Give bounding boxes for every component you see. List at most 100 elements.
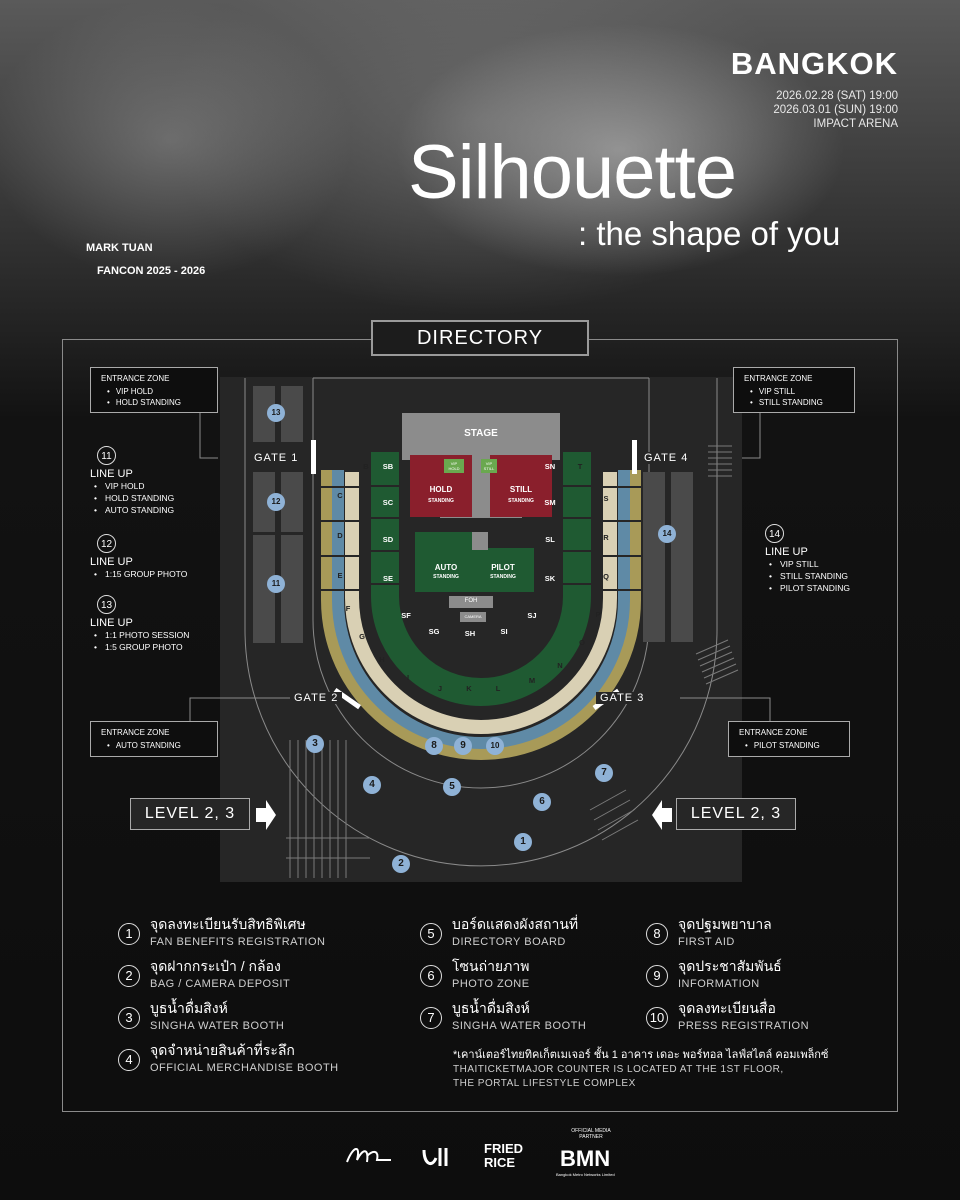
- outer-section-l: L: [495, 684, 501, 693]
- legend-number: 5: [420, 923, 442, 945]
- outer-section-s: S: [603, 494, 609, 503]
- brand-mark-logo: [422, 1148, 448, 1166]
- inner-section-sk: SK: [544, 574, 556, 583]
- legend-english-label: SINGHA WATER BOOTH: [150, 1020, 285, 1032]
- inner-section-sj: SJ: [527, 611, 537, 620]
- date-2: 2026.03.01 (SUN) 19:00: [773, 104, 898, 116]
- camera-label: CAMERA: [464, 614, 482, 619]
- legend-thai-label: จุดจำหน่ายสินค้าที่ระลึก: [150, 1042, 295, 1058]
- city-title: BANGKOK: [730, 46, 898, 81]
- event-subtitle: : the shape of you: [578, 215, 841, 252]
- inner-section-sc: SC: [382, 498, 394, 507]
- legend-thai-label: บอร์ดแสดงผังสถานที่: [452, 916, 579, 932]
- outer-section-t: T: [577, 462, 583, 471]
- signature-logo: [346, 1148, 391, 1163]
- venue: IMPACT ARENA: [813, 118, 898, 130]
- location-badge-10: 10: [486, 737, 504, 755]
- entrance-zone-bottom-left: ENTRANCE ZONE AUTO STANDING: [90, 721, 218, 757]
- foh-label: FOH: [464, 598, 478, 604]
- entrance-zone-top-right: ENTRANCE ZONE VIP STILL STILL STANDING: [733, 367, 855, 413]
- inner-section-sl: SL: [545, 535, 555, 544]
- location-badge-8: 8: [425, 737, 443, 755]
- location-badge-4: 4: [363, 776, 381, 794]
- legend-number: 6: [420, 965, 442, 987]
- legend-number: 3: [118, 1007, 140, 1029]
- stage-label: STAGE: [464, 428, 498, 439]
- gate-3: GATE 3: [596, 692, 649, 704]
- legend-english-label: OFFICIAL MERCHANDISE BOOTH: [150, 1062, 339, 1074]
- event-name: FANCON 2025 - 2026: [97, 265, 206, 277]
- legend-english-label: INFORMATION: [678, 978, 760, 990]
- inner-section-se: SE: [382, 574, 393, 583]
- outer-section-n: N: [557, 661, 563, 670]
- outer-section-r: R: [603, 533, 609, 542]
- legend-number: 9: [646, 965, 668, 987]
- entrance-zone-bottom-right: ENTRANCE ZONE PILOT STANDING: [728, 721, 850, 757]
- camera-box: [460, 612, 486, 622]
- pilot-standing-zone: [472, 548, 534, 592]
- legend-thai-label: จุดลงทะเบียนสื่อ: [678, 1000, 776, 1016]
- outer-section-d: D: [337, 531, 343, 540]
- inner-section-sg: SG: [428, 627, 440, 636]
- location-badge-13: 13: [267, 404, 285, 422]
- legend-english-label: FIRST AID: [678, 936, 735, 948]
- foh-box: [449, 596, 493, 608]
- legend-number: 10: [646, 1007, 668, 1029]
- outer-section-i: I: [406, 673, 410, 682]
- level-2-3-right: LEVEL 2, 3: [676, 798, 796, 830]
- inner-section-sb: SB: [382, 462, 394, 471]
- legend-number: 2: [118, 965, 140, 987]
- artist-name: MARK TUAN: [86, 242, 153, 254]
- vip-still-zone: [481, 459, 497, 473]
- inner-section-sd: SD: [382, 535, 394, 544]
- outer-section-p: P: [595, 610, 601, 619]
- outer-section-f: F: [345, 604, 351, 613]
- legend-number: 7: [420, 1007, 442, 1029]
- auto-standing-zone: [415, 532, 477, 592]
- legend-english-label: PHOTO ZONE: [452, 978, 530, 990]
- still-standing-zone: [490, 455, 552, 517]
- outer-section-j: J: [437, 684, 443, 693]
- legend-number: 8: [646, 923, 668, 945]
- legend-english-label: SINGHA WATER BOOTH: [452, 1020, 587, 1032]
- gate-1: GATE 1: [250, 452, 303, 464]
- outer-section-h: H: [379, 655, 385, 664]
- outer-section-k: K: [466, 684, 472, 693]
- level-2-3-left: LEVEL 2, 3: [130, 798, 250, 830]
- legend-thai-label: จุดฝากกระเป๋า / กล้อง: [150, 958, 281, 974]
- fried-rice-logo: FRIED RICE: [484, 1141, 523, 1170]
- outer-section-q: Q: [603, 572, 609, 581]
- lineup-11: 11 LINE UP VIP HOLD HOLD STANDING AUTO S…: [90, 446, 174, 516]
- lineup-12: 12 LINE UP 1:15 GROUP PHOTO: [90, 534, 187, 580]
- inner-section-si: SI: [500, 627, 508, 636]
- legend-thai-label: โซนถ่ายภาพ: [452, 958, 530, 974]
- legend-thai-label: จุดปฐมพยาบาล: [678, 916, 772, 932]
- lineup-14: 14 LINE UP VIP STILL STILL STANDING PILO…: [765, 524, 850, 594]
- gate-4: GATE 4: [640, 452, 693, 464]
- location-badge-3: 3: [306, 735, 324, 753]
- legend-thai-label: จุดลงทะเบียนรับสิทธิพิเศษ: [150, 916, 306, 932]
- gate-2: GATE 2: [290, 692, 343, 704]
- date-1: 2026.02.28 (SAT) 19:00: [776, 90, 898, 102]
- legend-english-label: DIRECTORY BOARD: [452, 936, 566, 948]
- outer-section-o: O: [579, 638, 585, 647]
- legend-thai-label: บูธน้ำดื่มสิงห์: [150, 1000, 228, 1016]
- bmn-logo: BMN: [560, 1146, 611, 1171]
- event-title: Silhouette: [408, 130, 737, 215]
- legend-number: 4: [118, 1049, 140, 1071]
- legend-english-label: FAN BENEFITS REGISTRATION: [150, 936, 326, 948]
- inner-section-sm: SM: [544, 498, 556, 507]
- outer-section-g: G: [359, 632, 365, 641]
- location-badge-11: 11: [267, 575, 285, 593]
- legend-english-label: PRESS REGISTRATION: [678, 1020, 810, 1032]
- inner-section-sn: SN: [544, 462, 556, 471]
- location-badge-9: 9: [454, 737, 472, 755]
- outer-section-c: C: [337, 491, 343, 500]
